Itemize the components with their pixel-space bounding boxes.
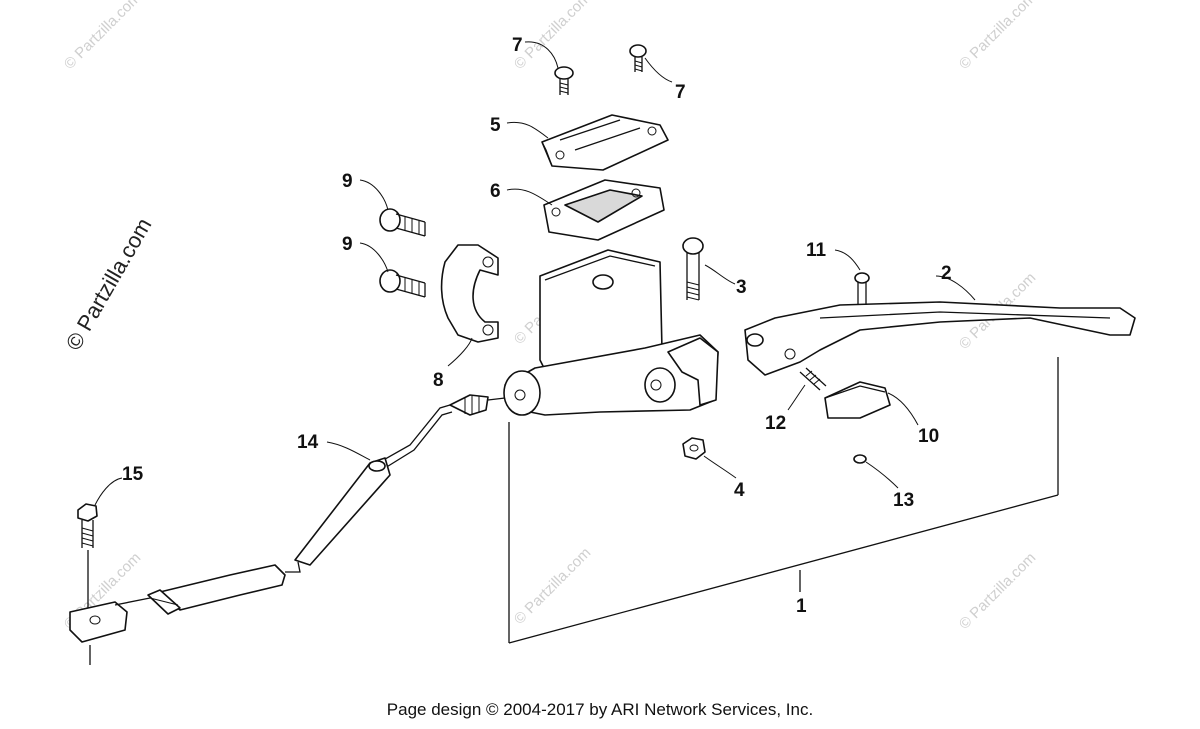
callout-14: 14 [297, 432, 319, 453]
callout-11: 11 [806, 240, 827, 261]
callout-5: 5 [490, 115, 501, 136]
callout-12: 12 [765, 413, 786, 434]
watermark-side: © Partzilla.com [61, 214, 157, 355]
callout-3: 3 [736, 277, 747, 298]
leader-lines [94, 41, 976, 506]
watermark-8: © Partzilla.com [956, 549, 1039, 632]
brake-line [147, 394, 506, 615]
banjo-block [69, 597, 151, 665]
callout-6: 6 [490, 181, 501, 202]
callout-9-upper: 9 [342, 171, 353, 192]
pivot-bolt [854, 272, 870, 305]
callout-8: 8 [433, 370, 444, 391]
callout-15: 15 [122, 464, 144, 485]
washer [853, 454, 867, 464]
watermark-7: © Partzilla.com [511, 544, 594, 627]
callout-9-lower: 9 [342, 234, 353, 255]
diaphragm [543, 179, 665, 241]
master-cylinder [503, 249, 719, 416]
lever-adjuster [824, 381, 891, 419]
bolt-3 [682, 237, 704, 301]
watermark-2: © Partzilla.com [511, 0, 594, 73]
callout-2: 2 [941, 263, 952, 284]
watermark-1: © Partzilla.com [61, 0, 144, 73]
callout-10: 10 [918, 426, 939, 447]
bolt-9-upper [379, 208, 426, 237]
callout-4: 4 [734, 480, 745, 501]
bolt-15 [77, 503, 98, 615]
callout-13: 13 [893, 490, 914, 511]
callout-1: 1 [796, 596, 807, 617]
brake-lever [744, 301, 1136, 376]
callout-7-left: 7 [512, 35, 523, 56]
callout-7-right: 7 [675, 82, 686, 103]
copyright-footer: Page design © 2004-2017 by ARI Network S… [386, 700, 814, 719]
reservoir-cover [541, 114, 669, 171]
handlebar-clamp [440, 244, 499, 343]
watermark-3: © Partzilla.com [956, 0, 1039, 73]
assembly-bracket [508, 357, 1059, 644]
screw-7-right [629, 44, 647, 72]
set-screw [799, 367, 827, 391]
nut [682, 437, 706, 460]
callouts: 1 2 3 4 5 6 7 7 8 9 9 10 11 12 13 14 15 [122, 35, 952, 617]
bolt-9-lower [379, 269, 426, 298]
screw-7-left [554, 66, 574, 95]
